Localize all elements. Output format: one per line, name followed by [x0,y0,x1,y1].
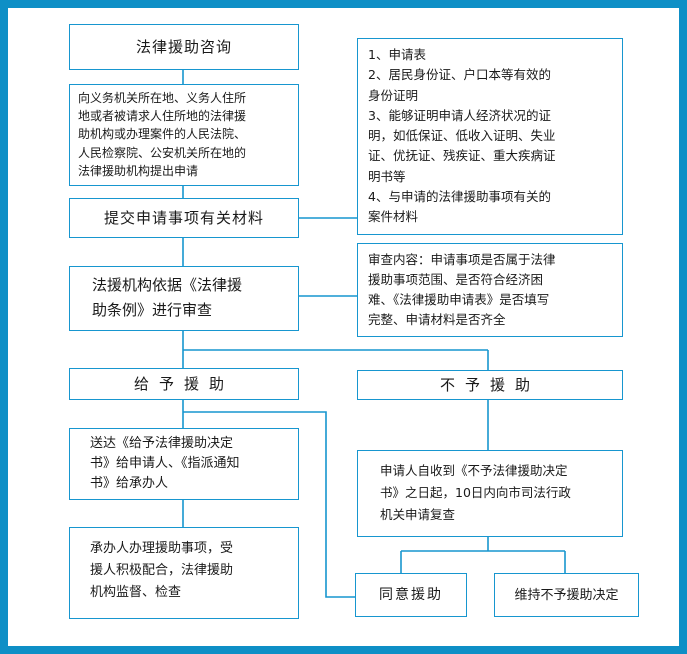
handle-line: 承办人办理援助事项，受 [90,541,234,556]
deny-box: 不予援助 [357,370,623,400]
apply-to-line: 地或者被请求人住所地的法律援 [78,109,247,124]
review-content-line: 完整、申请材料是否齐全 [368,312,506,327]
apply-to-line: 法律援助机构提出申请 [78,163,199,178]
connector-grant-agree [183,411,355,598]
apply-to-line: 向义务机关所在地、义务人住所 [78,91,247,105]
materials-line: 证、优抚证、残疾证、重大疾病证 [368,148,556,164]
reconsider-box: 申请人自收到《不予法律援助决定 书》之日起，10日内向市司法行政 机关申请复查 [357,450,623,537]
reconsider-line: 申请人自收到《不予法律援助决定 [380,463,568,478]
consult-label: 法律援助咨询 [135,37,232,56]
deliver-line: 书》给承办人 [90,476,169,491]
materials-line: 明书等 [368,168,406,184]
review-content-line: 援助事项范围、是否符合经济困 [368,272,544,287]
grant-label: 给予援助 [133,374,234,393]
submit-box: 提交申请事项有关材料 [69,198,299,238]
handle-box: 承办人办理援助事项，受 援人积极配合，法律援助 机构监督、检查 [69,527,299,619]
review-line: 助条例》进行审查 [92,301,213,319]
materials-line: 身份证明 [368,87,419,103]
deliver-line: 送达《给予法律援助决定 [90,436,234,451]
materials-line: 1、申请表 [368,47,426,62]
agree-box: 同意援助 [355,573,467,617]
materials-box: 1、申请表 2、居民身份证、户口本等有效的 身份证明 3、能够证明申请人经济状况… [357,38,623,235]
apply-to-box: 向义务机关所在地、义务人住所 地或者被请求人住所地的法律援 助机构或办理案件的人… [69,84,299,186]
deliver-box: 送达《给予法律援助决定 书》给申请人、《指派通知 书》给承办人 [69,428,299,500]
review-content-box: 审查内容：申请事项是否属于法律 援助事项范围、是否符合经济困 难、《法律援助申请… [357,243,623,337]
materials-line: 明，如低保证、低收入证明、失业 [368,128,556,144]
maintain-label: 维持不予援助决定 [514,587,619,603]
handle-line: 机构监督、检查 [90,585,182,600]
grant-box: 给予援助 [69,368,299,400]
reconsider-line: 机关申请复查 [380,507,456,522]
maintain-box: 维持不予援助决定 [494,573,639,617]
submit-label: 提交申请事项有关材料 [103,208,264,227]
agree-label: 同意援助 [379,586,443,603]
review-box: 法援机构依据《法律援 助条例》进行审查 [69,266,299,331]
materials-line: 案件材料 [368,209,419,225]
apply-to-line: 助机构或办理案件的人民法院、 [78,127,247,142]
review-content-line: 审查内容：申请事项是否属于法律 [368,252,556,267]
reconsider-line: 书》之日起，10日内向市司法行政 [380,485,571,500]
review-content-line: 难、《法律援助申请表》是否填写 [368,292,550,307]
apply-to-line: 人民检察院、公安机关所在地的 [78,145,247,160]
materials-line: 2、居民身份证、户口本等有效的 [368,67,551,83]
materials-line: 4、与申请的法律援助事项有关的 [368,189,551,205]
deliver-line: 书》给申请人、《指派通知 [90,456,240,471]
materials-line: 3、能够证明申请人经济状况的证 [368,107,551,123]
review-line: 法援机构依据《法律援 [92,276,243,294]
consult-box: 法律援助咨询 [69,24,299,70]
handle-line: 援人积极配合，法律援助 [90,563,234,578]
deny-label: 不予援助 [439,375,540,394]
